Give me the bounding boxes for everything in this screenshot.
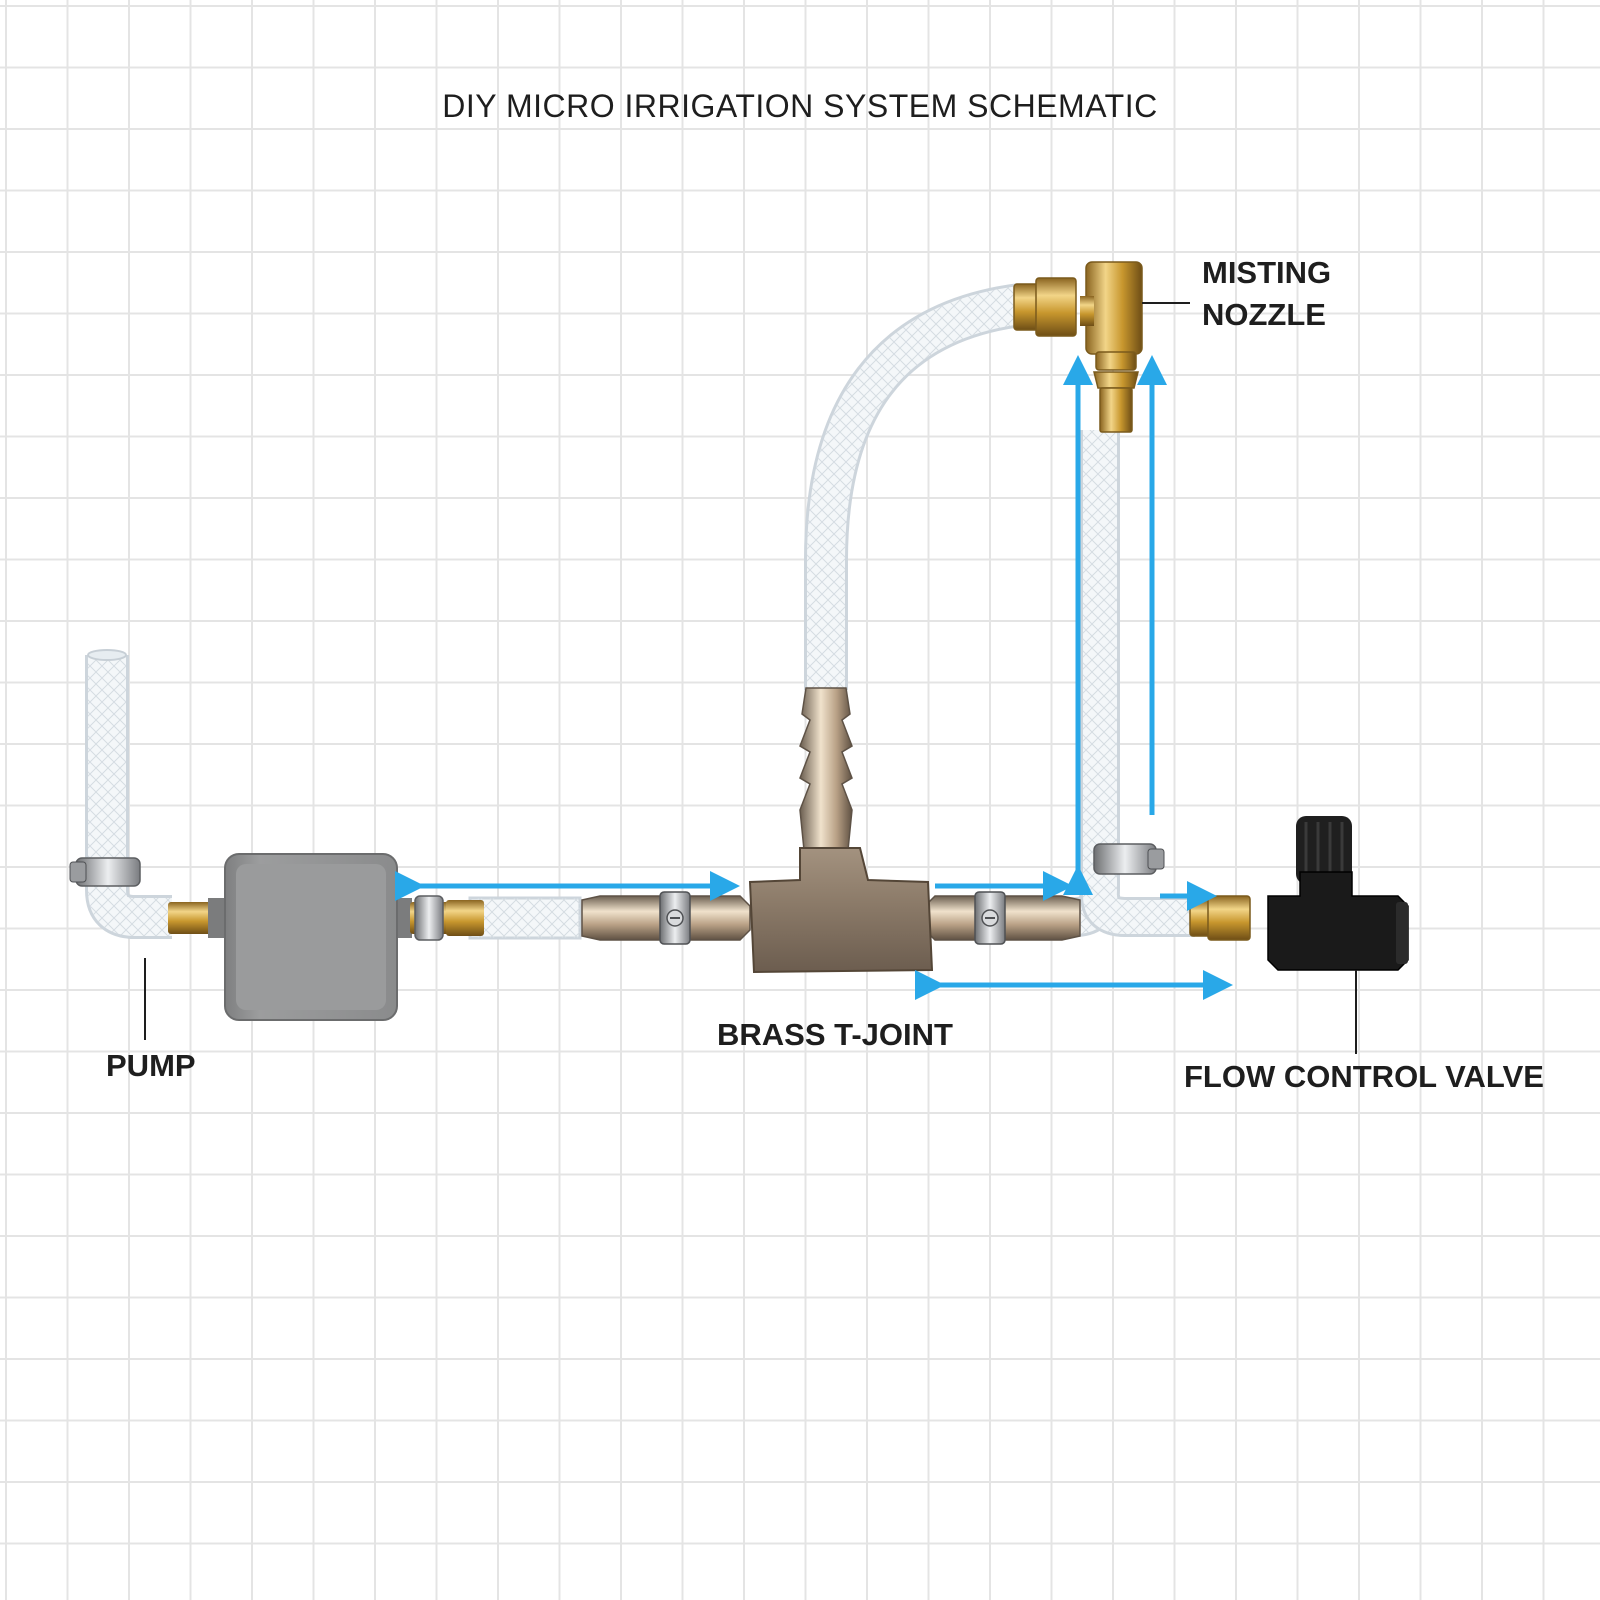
label-pump: PUMP bbox=[106, 1048, 196, 1083]
label-misting-nozzle-line2: NOZZLE bbox=[1202, 297, 1326, 332]
flow-control-valve bbox=[1189, 816, 1409, 971]
diagram-title: DIY MICRO IRRIGATION SYSTEM SCHEMATIC bbox=[442, 88, 1158, 124]
brass-t-joint bbox=[581, 687, 1081, 974]
label-misting-nozzle: MISTING NOZZLE bbox=[1202, 252, 1331, 336]
flow-arrows bbox=[395, 355, 1233, 1000]
hose-clamp-riser bbox=[1093, 843, 1165, 875]
leader-lines bbox=[144, 302, 1357, 1054]
label-flow-control-valve: FLOW CONTROL VALVE bbox=[1184, 1059, 1544, 1094]
hose-clamp-pump-outlet bbox=[414, 895, 444, 941]
misting-nozzle bbox=[1013, 261, 1143, 433]
tubing bbox=[85, 283, 1195, 940]
hose-clamp-intake bbox=[69, 857, 141, 887]
label-brass-t-joint: BRASS T-JOINT bbox=[717, 1017, 953, 1052]
label-misting-nozzle-line1: MISTING bbox=[1202, 255, 1332, 290]
